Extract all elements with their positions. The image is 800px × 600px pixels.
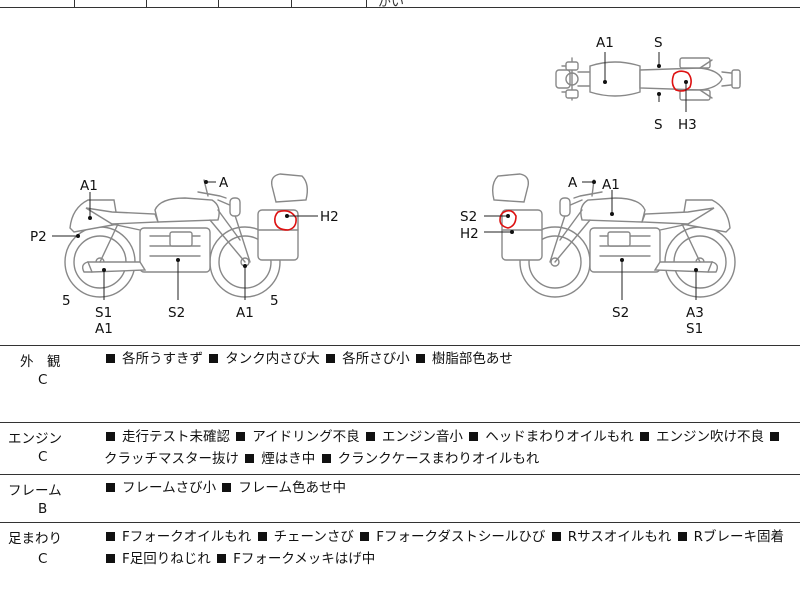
square-bullet-icon — [365, 432, 375, 441]
section-divider — [0, 474, 800, 475]
square-bullet-icon — [677, 532, 687, 541]
defect-item: 各所さび小 — [324, 351, 410, 367]
square-bullet-icon — [106, 354, 115, 363]
defect-item: Rサスオイルもれ — [550, 529, 671, 545]
section-title: フレーム — [8, 483, 62, 499]
section-title: 足まわり — [8, 531, 62, 547]
section-items: フレームさび小 フレーム色あせ中 — [104, 477, 794, 499]
diagram-bottom-border — [0, 345, 800, 346]
label-right-A1: A1 — [602, 177, 620, 193]
square-bullet-icon — [640, 432, 650, 441]
square-bullet-icon — [245, 454, 255, 463]
section-frame: フレーム B フレームさび小 フレーム色あせ中 — [0, 475, 800, 522]
square-bullet-icon — [415, 354, 425, 363]
defect-item: エンジン音小 — [364, 429, 463, 445]
label-right-H2: H2 — [460, 226, 479, 242]
section-exterior: 外 観 C 各所うすきず タンク内さび大 各所さび小 樹脂部色あせ — [0, 346, 800, 422]
section-title: エンジン — [8, 431, 62, 447]
section-grade: C — [38, 372, 48, 388]
section-items: 走行テスト未確認 アイドリング不良 エンジン音小 ヘッドまわりオイルもれ エンジ… — [104, 426, 790, 470]
section-items: Fフォークオイルもれ チェーンさび Fフォークダストシールひび Rサスオイルもれ… — [104, 526, 794, 570]
label-left-5-front: 5 — [270, 293, 279, 309]
left-view-motorcycle — [64, 173, 309, 298]
label-left-A: A — [219, 175, 229, 191]
square-bullet-icon — [257, 532, 267, 541]
label-right-A3: A3 — [686, 305, 704, 321]
defect-item: 樹脂部色あせ — [414, 351, 513, 367]
square-bullet-icon — [236, 432, 246, 441]
defect-item: エンジン吹け不良 — [638, 429, 764, 445]
square-bullet-icon — [770, 432, 780, 441]
defect-item: クランクケースまわりオイルもれ — [320, 451, 539, 467]
label-right-S2-lower: S2 — [612, 305, 629, 321]
section-suspension: 足まわり C Fフォークオイルもれ チェーンさび Fフォークダストシールひび R… — [0, 523, 800, 600]
defect-item: Fフォークオイルもれ — [104, 529, 251, 545]
header-cell-divider — [218, 0, 219, 7]
label-left-S1: S1 — [95, 305, 112, 321]
defect-item: Fフォークメッキはげ中 — [215, 551, 375, 567]
section-divider — [0, 522, 800, 523]
square-bullet-icon — [326, 354, 336, 363]
section-divider — [0, 422, 800, 423]
label-top-S-upper: S — [654, 35, 663, 51]
section-items: 各所うすきず タンク内さび大 各所さび小 樹脂部色あせ — [104, 348, 794, 370]
section-grade: B — [38, 501, 48, 517]
label-left-P2: P2 — [30, 229, 47, 245]
header-cell-divider — [74, 0, 75, 7]
defect-item: Rブレーキ固着 — [676, 529, 784, 545]
label-top-S-lower: S — [654, 117, 663, 133]
section-grade: C — [38, 551, 48, 567]
header-bottom-border — [0, 7, 800, 8]
defect-item: クラッチマスター抜け — [104, 429, 786, 467]
header-fragment-text: がい — [378, 0, 404, 7]
square-bullet-icon — [551, 532, 561, 541]
header-cell-divider — [366, 0, 367, 7]
defect-item: アイドリング不良 — [234, 429, 360, 445]
square-bullet-icon — [209, 354, 219, 363]
label-top-H3: H3 — [678, 117, 697, 133]
defect-item: タンク内さび大 — [207, 351, 320, 367]
damage-diagram: A1 S S H3 — [30, 35, 741, 337]
square-bullet-icon — [360, 532, 370, 541]
header-cell-divider — [146, 0, 147, 7]
defect-item: 走行テスト未確認 — [104, 429, 230, 445]
header-cell-divider — [291, 0, 292, 7]
top-view-motorcycle — [555, 57, 741, 101]
square-bullet-icon — [106, 432, 115, 441]
square-bullet-icon — [469, 432, 479, 441]
label-right-S2-upper: S2 — [460, 209, 477, 225]
section-engine: エンジン C 走行テスト未確認 アイドリング不良 エンジン音小 ヘッドまわりオイ… — [0, 423, 800, 474]
square-bullet-icon — [106, 554, 115, 563]
square-bullet-icon — [222, 483, 232, 492]
label-left-S2: S2 — [168, 305, 185, 321]
label-left-5-rear: 5 — [62, 293, 71, 309]
square-bullet-icon — [217, 554, 227, 563]
section-title: 外 観 — [20, 354, 61, 370]
square-bullet-icon — [321, 454, 331, 463]
square-bullet-icon — [106, 483, 115, 492]
right-view-motorcycle — [491, 173, 736, 298]
label-left-A1: A1 — [80, 178, 98, 194]
defect-item: 煙はき中 — [243, 451, 315, 467]
label-right-S1: S1 — [686, 321, 703, 337]
defect-item: フレームさび小 — [104, 480, 216, 496]
defect-item: F足回りねじれ — [104, 551, 211, 567]
defect-item: チェーンさび — [256, 529, 354, 545]
label-left-A1-front: A1 — [236, 305, 254, 321]
label-left-A1-lower: A1 — [95, 321, 113, 337]
label-right-A: A — [568, 175, 578, 191]
defect-item: Fフォークダストシールひび — [358, 529, 545, 545]
defect-item: 各所うすきず — [104, 351, 203, 367]
section-grade: C — [38, 449, 48, 465]
square-bullet-icon — [106, 532, 115, 541]
defect-item: フレーム色あせ中 — [220, 480, 346, 496]
label-top-A1: A1 — [596, 35, 614, 51]
label-left-H2: H2 — [320, 209, 339, 225]
defect-item: ヘッドまわりオイルもれ — [467, 429, 634, 445]
